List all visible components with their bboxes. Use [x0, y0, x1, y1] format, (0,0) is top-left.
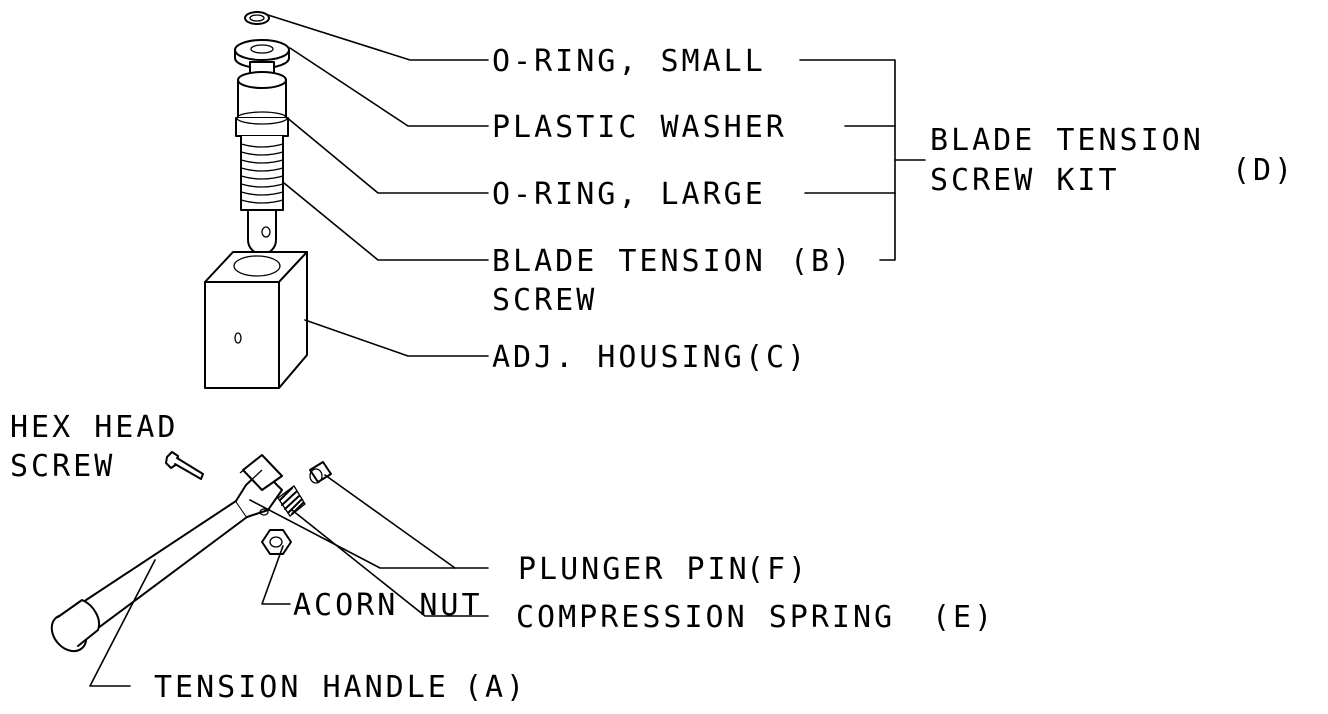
plunger-pin-tag: (F)	[746, 552, 809, 587]
compression-spring-part	[277, 485, 306, 517]
kit-label-line2: SCREW KIT	[930, 163, 1120, 198]
blade-tension-screw-label: BLADE TENSION	[492, 244, 766, 279]
blade-tension-screw-label-line2: SCREW	[492, 283, 597, 318]
adj-housing-tag: (C)	[745, 340, 808, 375]
plastic-washer-label: PLASTIC WASHER	[492, 110, 787, 145]
blade-tension-screw-tag: (B)	[790, 244, 853, 279]
blade-tension-screw-part	[235, 71, 289, 255]
hex-head-screw-label-line2: SCREW	[10, 449, 115, 484]
tension-handle-part	[50, 454, 283, 653]
plunger-pin-label: PLUNGER PIN	[518, 552, 750, 587]
compression-spring-tag: (E)	[932, 600, 995, 635]
tension-handle-tag: (A)	[464, 670, 527, 705]
leader-lines	[89, 14, 926, 687]
o-ring-small-label: O-RING, SMALL	[492, 44, 766, 79]
adj-housing-label: ADJ. HOUSING	[492, 340, 745, 375]
adj-housing-part	[204, 251, 308, 389]
hex-head-screw-label: HEX HEAD	[10, 410, 179, 445]
kit-label-line1: BLADE TENSION	[930, 123, 1204, 158]
compression-spring-label: COMPRESSION SPRING	[516, 600, 895, 635]
acorn-nut-label: ACORN NUT	[293, 588, 483, 623]
kit-tag: (D)	[1232, 153, 1295, 188]
hex-head-screw-part	[165, 451, 204, 480]
tension-handle-label: TENSION HANDLE	[154, 670, 449, 705]
o-ring-small-part	[244, 11, 270, 25]
plunger-pin-part	[309, 461, 332, 484]
o-ring-large-label: O-RING, LARGE	[492, 177, 766, 212]
acorn-nut-part	[261, 529, 292, 555]
